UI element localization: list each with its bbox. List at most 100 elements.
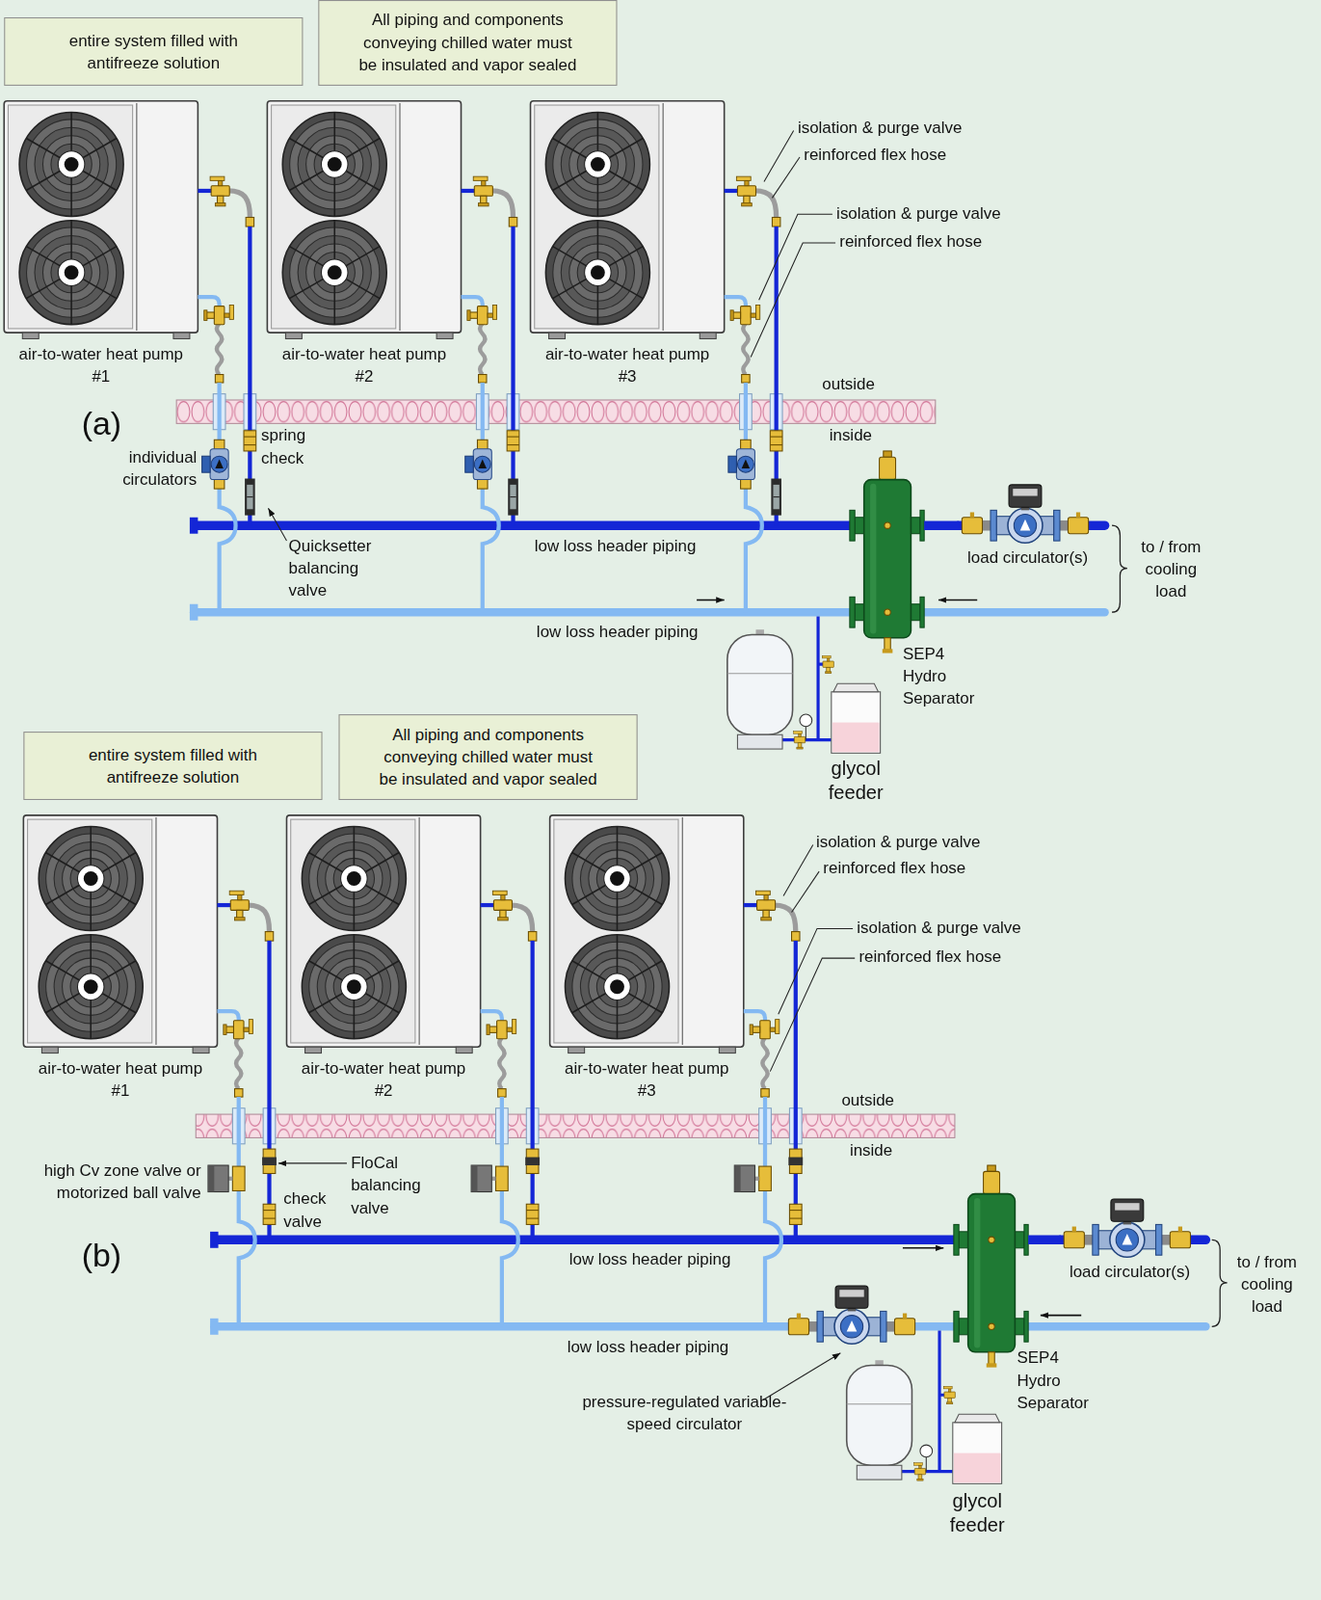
panel-b-piping: [952, 1413, 1003, 1483]
panel-a-piping: [799, 713, 813, 727]
hydro-separator: SEP4 Hydro Separator: [848, 449, 925, 656]
feeder-label: glycol feeder: [815, 755, 898, 805]
panel-b-piping: [953, 1164, 1029, 1368]
callout-label: Quicksetter balancing valve: [289, 534, 392, 603]
panel-b-piping: [914, 1462, 926, 1480]
panel-a-piping: [465, 430, 520, 516]
unit-label: air-to-water heat pump #3: [537, 343, 716, 389]
panel-b-piping: [210, 1231, 218, 1248]
pipe-label: low loss header piping: [567, 1335, 730, 1358]
panel-a-piping: [267, 507, 287, 541]
panel-b-piping: [1063, 1198, 1190, 1257]
panel-b-piping: [846, 1359, 913, 1480]
panel-a-piping: [193, 520, 855, 530]
panel-b-piping: [792, 871, 820, 912]
callout-label: reinforced flex hose: [803, 143, 947, 166]
panel-b-piping: [195, 1113, 955, 1137]
callout-label: FloCal balancing valve: [350, 1151, 433, 1219]
side-label: outside: [841, 1088, 895, 1111]
pipe-label: low loss header piping: [569, 1247, 732, 1270]
panel-a-piping: [764, 131, 794, 183]
panel-b-piping: [920, 1444, 933, 1457]
pipe-connector: [1028, 1235, 1061, 1245]
panel-a-piping: [3, 101, 256, 612]
panel-b-piping: [286, 815, 538, 1326]
callout-label: high Cv zone valve or motorized ball val…: [4, 1159, 201, 1205]
panel-b-piping: [769, 957, 855, 1072]
note-box: entire system filled with antifreeze sol…: [23, 731, 322, 800]
panel-a-piping: [750, 131, 836, 358]
load-circulator: load circulator(s): [1060, 1197, 1199, 1257]
panel-letter: (b): [81, 1235, 122, 1275]
pipe-label: low loss header piping: [534, 534, 697, 557]
note-text: All piping and components conveying chil…: [374, 723, 602, 792]
side-label: inside: [849, 1139, 893, 1163]
panel-b-piping: [213, 1235, 959, 1245]
panel-a-piping: [530, 101, 783, 612]
note-box: All piping and components conveying chil…: [317, 0, 617, 86]
panel-a-piping: [202, 430, 257, 516]
pipe-label: low loss header piping: [536, 620, 699, 643]
panel-letter: (a): [81, 403, 122, 444]
circulator-label: load circulator(s): [967, 546, 1088, 569]
panel-b-piping: [278, 1162, 347, 1163]
note-text: entire system filled with antifreeze sol…: [51, 28, 256, 75]
heat-pump-unit: air-to-water heat pump #2: [266, 101, 461, 333]
panel-b-piping: [925, 1456, 927, 1472]
connection-label: to / from cooling load: [1130, 535, 1213, 604]
callout-label: isolation & purge valve: [816, 830, 980, 853]
panel-a-piping: [3, 101, 1128, 754]
panel-a-piping: [1111, 525, 1128, 612]
callout-label: reinforced flex hose: [839, 230, 982, 253]
callout-label: individual circulators: [109, 446, 197, 492]
panel-b-piping: [550, 815, 802, 1326]
note-text: entire system filled with antifreeze sol…: [71, 742, 276, 789]
panel-b-piping: [210, 1318, 218, 1335]
callout-label: pressure-regulated variable-speed circul…: [577, 1390, 792, 1436]
callout-label: spring check: [261, 423, 323, 470]
note-box: All piping and components conveying chil…: [338, 713, 637, 800]
pipe-connector: [924, 520, 959, 530]
heat-pump-unit: air-to-water heat pump #1: [23, 815, 217, 1047]
callout-label: isolation & purge valve: [797, 116, 962, 139]
panel-b-piping: [943, 1385, 955, 1403]
panel-b-piping: [23, 815, 275, 1326]
panel-b-piping: [734, 1148, 803, 1224]
panel-a-piping: [849, 450, 925, 654]
glycol-feeder: glycol feeder: [952, 1413, 1003, 1485]
panel-b-piping: [1040, 1314, 1082, 1317]
panel-b-piping: [769, 845, 855, 1072]
panel-a-piping: [176, 399, 936, 423]
heat-pump-unit: air-to-water heat pump #1: [3, 101, 198, 333]
feeder-label: glycol feeder: [936, 1488, 1019, 1538]
panel-a-piping: [189, 517, 198, 534]
load-circulator: load circulator(s): [958, 483, 1097, 543]
separator-label: SEP4 Hydro Separator: [1017, 1346, 1102, 1414]
panel-a-piping: [727, 629, 793, 749]
panel-a-piping: [805, 726, 807, 740]
note-box: entire system filled with antifreeze sol…: [3, 17, 303, 86]
unit-label: air-to-water heat pump #1: [11, 343, 190, 389]
panel-a-piping: [771, 157, 800, 198]
heat-pump-unit: air-to-water heat pump #3: [530, 101, 725, 333]
panel-b-piping: [788, 1285, 915, 1344]
panel-a-piping: [189, 604, 198, 621]
panel-a-piping: [266, 101, 519, 612]
panel-a-piping: [193, 607, 1105, 616]
panel-a-piping: [938, 599, 978, 602]
callout-label: reinforced flex hose: [822, 856, 966, 879]
panel-a-piping: [759, 213, 833, 300]
panel-a-piping: [793, 731, 806, 749]
panel-b-piping: [902, 1246, 944, 1249]
circulator-label: load circulator(s): [1069, 1261, 1190, 1284]
panel-b-piping: [23, 815, 1227, 1483]
callout-label: reinforced flex hose: [858, 945, 1002, 968]
panel-a-piping: [696, 599, 725, 602]
unit-label: air-to-water heat pump #2: [293, 1056, 473, 1103]
separator-label: SEP4 Hydro Separator: [902, 642, 987, 711]
glycol-feeder: glycol feeder: [831, 683, 881, 753]
side-label: inside: [829, 423, 872, 447]
